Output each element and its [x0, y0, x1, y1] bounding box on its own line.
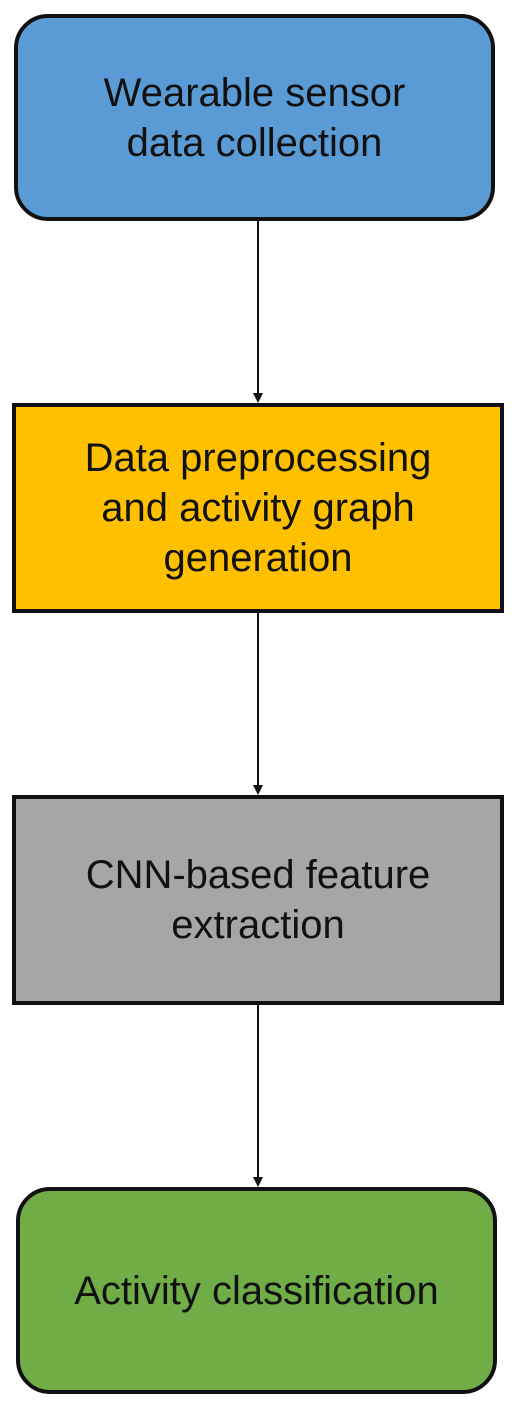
node-classification: Activity classification — [16, 1187, 497, 1394]
node-label-data-collection: Wearable sensor data collection — [103, 70, 406, 165]
node-label-classification: Activity classification — [74, 1268, 439, 1313]
node-label-feature-extraction: CNN-based feature extraction — [85, 853, 431, 947]
node-data-collection: Wearable sensor data collection — [14, 14, 495, 221]
node-feature-extraction: CNN-based feature extraction — [12, 795, 504, 1005]
node-preprocessing: Data preprocessing and activity graph ge… — [12, 403, 504, 613]
node-label-preprocessing: Data preprocessing and activity graph ge… — [84, 436, 432, 580]
